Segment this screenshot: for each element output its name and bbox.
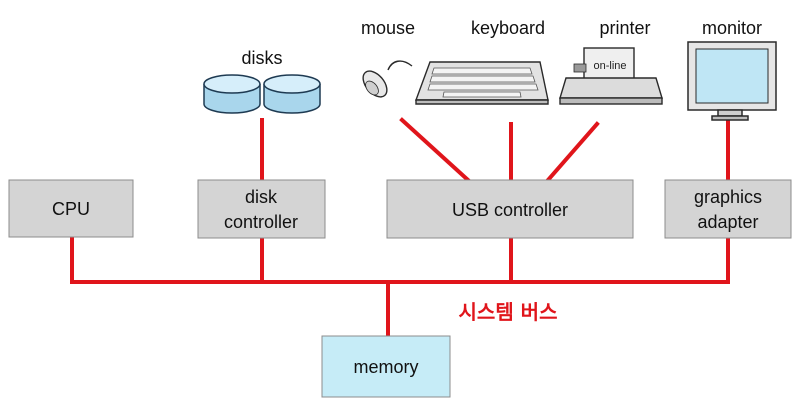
disk-controller-box: disk controller bbox=[197, 179, 326, 239]
disks-label: disks bbox=[241, 48, 282, 68]
link-mouse bbox=[399, 117, 471, 183]
disk-controller-label-line1: disk bbox=[245, 187, 278, 207]
keyboard-label: keyboard bbox=[471, 18, 545, 38]
printer-panel-text: on-line bbox=[593, 60, 626, 72]
disks-icon bbox=[203, 74, 321, 114]
usb-controller-box: USB controller bbox=[386, 179, 634, 239]
graphics-adapter-box: graphics adapter bbox=[664, 179, 792, 239]
memory-box: memory bbox=[321, 335, 451, 398]
mouse-icon bbox=[362, 60, 413, 98]
printer-label: printer bbox=[599, 18, 650, 38]
link-printer bbox=[545, 121, 600, 183]
printer-icon: on-line bbox=[559, 47, 663, 105]
graphics-adapter-label-line2: adapter bbox=[697, 212, 758, 232]
memory-label: memory bbox=[353, 357, 418, 377]
graphics-adapter-label-line1: graphics bbox=[694, 187, 762, 207]
system-bus bbox=[70, 117, 730, 338]
disk-controller-label-line2: controller bbox=[224, 212, 298, 232]
monitor-icon bbox=[687, 41, 777, 121]
monitor-label: monitor bbox=[702, 18, 762, 38]
usb-controller-label: USB controller bbox=[452, 200, 568, 220]
mouse-label: mouse bbox=[361, 18, 415, 38]
keyboard-icon bbox=[414, 61, 549, 105]
cpu-label: CPU bbox=[52, 199, 90, 219]
system-bus-label: 시스템 버스 bbox=[459, 300, 558, 324]
cpu-box: CPU bbox=[8, 179, 134, 238]
